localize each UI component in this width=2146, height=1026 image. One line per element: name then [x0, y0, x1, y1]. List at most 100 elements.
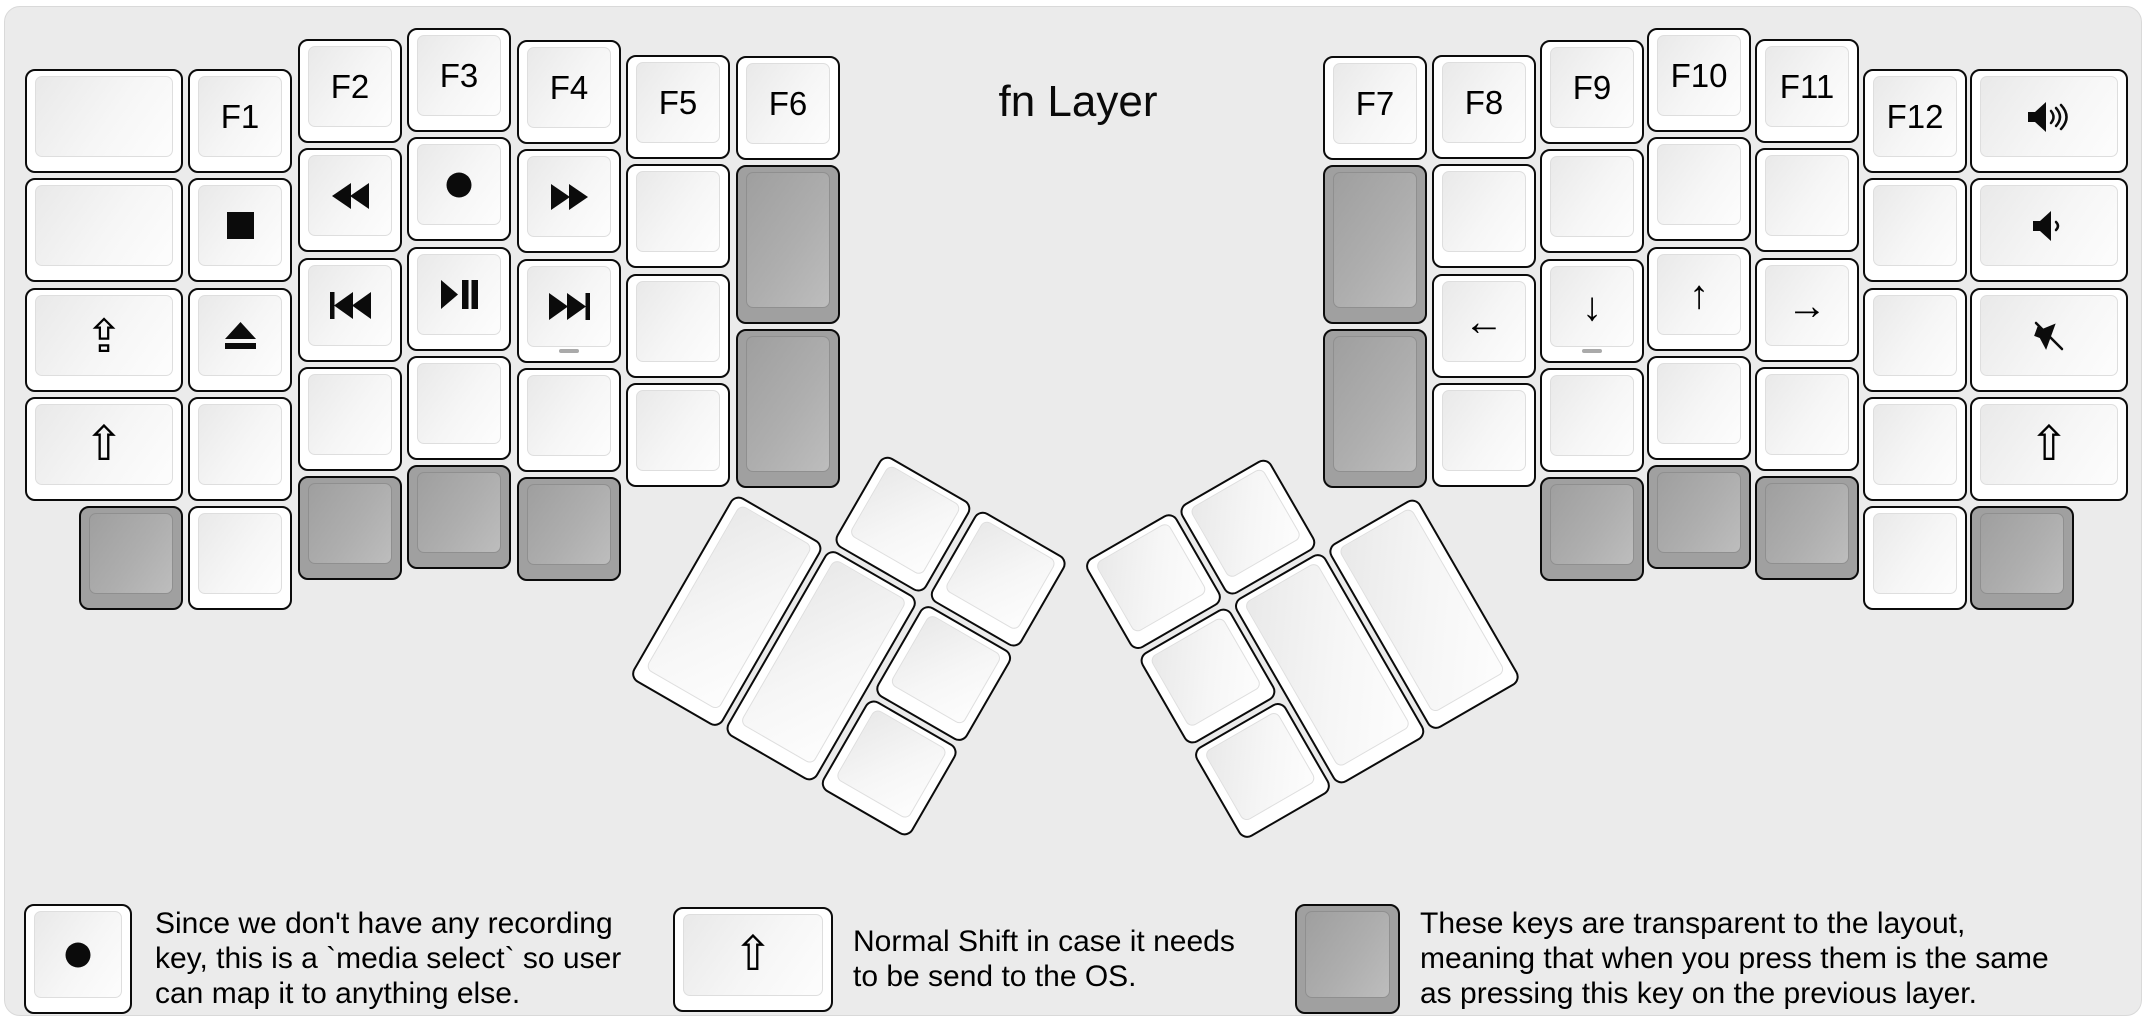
key-blank[interactable]	[1863, 506, 1967, 610]
keytop	[308, 483, 392, 564]
key-shift[interactable]: ⇧	[25, 397, 183, 501]
key-blank[interactable]	[626, 383, 730, 487]
key-arrow-left[interactable]: ←	[1432, 274, 1536, 378]
key-label: ⇧	[2028, 417, 2070, 471]
key-f6[interactable]: F6	[736, 56, 840, 160]
key-f8[interactable]: F8	[1432, 55, 1536, 159]
key-blank[interactable]	[1863, 288, 1967, 392]
key-mute[interactable]	[1970, 288, 2128, 392]
key-label: F2	[330, 68, 370, 105]
key-fast-forward[interactable]	[517, 149, 621, 253]
key-blank[interactable]	[25, 178, 183, 282]
key-transparent[interactable]	[1323, 329, 1427, 488]
keytop	[198, 185, 282, 266]
key-blank[interactable]	[407, 356, 511, 460]
key-blank[interactable]	[1432, 164, 1536, 268]
legend-line: to be send to the OS.	[853, 960, 1137, 993]
keytop	[1873, 513, 1957, 594]
key-f3[interactable]: F3	[407, 28, 511, 132]
key-f12[interactable]: F12	[1863, 69, 1967, 173]
key-arrow-up[interactable]: ↑	[1647, 247, 1751, 351]
keytop	[1980, 76, 2118, 157]
key-record[interactable]	[407, 137, 511, 241]
key-volume-down[interactable]	[1970, 178, 2128, 282]
key-f10[interactable]: F10	[1647, 28, 1751, 132]
key-transparent[interactable]	[1540, 477, 1644, 581]
key-transparent[interactable]	[517, 477, 621, 581]
keytop	[746, 172, 830, 308]
key-eject[interactable]	[188, 288, 292, 392]
key-transparent[interactable]	[79, 506, 183, 610]
key-f2[interactable]: F2	[298, 39, 402, 143]
key-f5[interactable]: F5	[626, 55, 730, 159]
key-f9[interactable]: F9	[1540, 40, 1644, 144]
key-volume-up[interactable]	[1970, 69, 2128, 173]
key-transparent[interactable]	[736, 165, 840, 324]
key-stop[interactable]	[188, 178, 292, 282]
keytop: ↓	[1550, 266, 1634, 347]
key-blank[interactable]	[1540, 149, 1644, 253]
key-next-track[interactable]	[517, 259, 621, 363]
key-rewind[interactable]	[298, 148, 402, 252]
keytop: ↑	[1657, 254, 1741, 335]
key-blank[interactable]	[517, 368, 621, 472]
keytop: F11	[1765, 46, 1849, 127]
legend-line: can map it to anything else.	[155, 977, 521, 1010]
key-transparent[interactable]	[1970, 506, 2074, 610]
key-label: F11	[1779, 68, 1835, 105]
keytop	[308, 155, 392, 236]
legend-transparent-key[interactable]	[1295, 904, 1400, 1014]
key-blank[interactable]	[626, 274, 730, 378]
key-prev-track[interactable]	[298, 258, 402, 362]
keytop: ⇧	[683, 914, 823, 996]
keytop: F6	[746, 63, 830, 144]
key-blank[interactable]	[298, 367, 402, 471]
key-transparent[interactable]	[1647, 465, 1751, 569]
key-blank[interactable]	[1647, 356, 1751, 460]
key-transparent[interactable]	[1755, 476, 1859, 580]
keytop	[1550, 156, 1634, 237]
fast-forward-icon	[550, 183, 588, 210]
keytop: F1	[198, 76, 282, 157]
legend-record-key[interactable]	[24, 904, 132, 1014]
key-blank[interactable]	[1863, 397, 1967, 501]
keytop	[1657, 363, 1741, 444]
key-shift[interactable]: ⇧	[1970, 397, 2128, 501]
key-arrow-down[interactable]: ↓	[1540, 259, 1644, 363]
key-blank[interactable]	[626, 164, 730, 268]
keytop	[1980, 185, 2118, 266]
key-label: F6	[768, 85, 808, 122]
keytop	[417, 472, 501, 553]
key-arrow-right[interactable]: →	[1755, 258, 1859, 362]
keytop	[1980, 513, 2064, 594]
key-f4[interactable]: F4	[517, 40, 621, 144]
legend-line: These keys are transparent to the layout…	[1420, 907, 1966, 940]
keytop: F12	[1873, 76, 1957, 157]
key-f1[interactable]: F1	[188, 69, 292, 173]
key-label: F5	[658, 84, 698, 121]
key-blank[interactable]	[1432, 383, 1536, 487]
key-blank[interactable]	[188, 397, 292, 501]
play-pause-icon	[440, 280, 478, 309]
key-blank[interactable]	[1540, 368, 1644, 472]
key-blank[interactable]	[1755, 367, 1859, 471]
key-blank[interactable]	[1755, 148, 1859, 252]
key-blank[interactable]	[25, 69, 183, 173]
key-blank[interactable]	[1647, 137, 1751, 241]
key-f7[interactable]: F7	[1323, 56, 1427, 160]
key-blank[interactable]	[1863, 178, 1967, 282]
key-f11[interactable]: F11	[1755, 39, 1859, 143]
keytop	[417, 254, 501, 335]
key-play-pause[interactable]	[407, 247, 511, 351]
key-transparent[interactable]	[407, 465, 511, 569]
legend-shift-key[interactable]: ⇧	[673, 907, 833, 1012]
key-transparent[interactable]	[298, 476, 402, 580]
key-transparent[interactable]	[736, 329, 840, 488]
keytop	[527, 375, 611, 456]
key-label: F12	[1886, 98, 1944, 135]
key-transparent[interactable]	[1323, 165, 1427, 324]
key-caps[interactable]: ⇪	[25, 288, 183, 392]
key-blank[interactable]	[188, 506, 292, 610]
